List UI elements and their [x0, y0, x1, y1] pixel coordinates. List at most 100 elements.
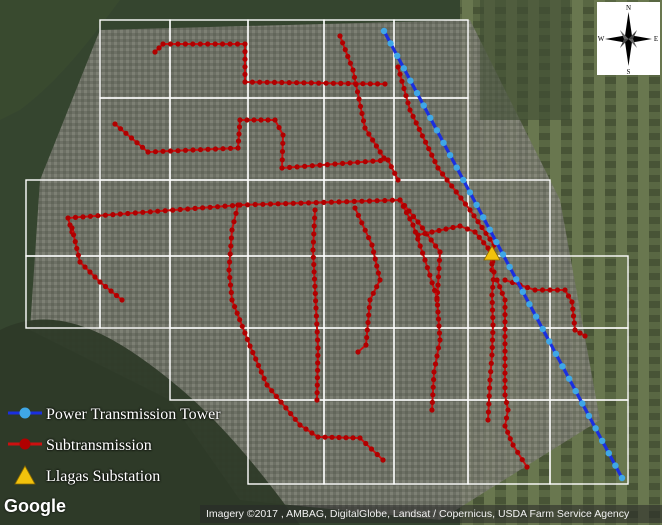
subtransmission-line-node — [323, 80, 329, 86]
subtransmission-line-node — [377, 149, 383, 155]
subtransmission-line-node — [222, 203, 228, 209]
tower-line[interactable] — [380, 27, 626, 482]
subtransmission-line-node — [77, 259, 83, 265]
subtransmission-line-node — [524, 284, 531, 291]
subtransmission-line[interactable] — [310, 207, 321, 403]
subtransmission-line-node — [374, 263, 380, 269]
subtransmission-line-node — [488, 369, 494, 375]
subtransmission-line-node — [403, 209, 410, 216]
subtransmission-line-node — [303, 426, 309, 432]
subtransmission-line-node — [403, 93, 409, 99]
subtransmission-line-node — [250, 349, 256, 356]
subtransmission-line-node — [370, 158, 376, 164]
tower-line-node — [440, 139, 447, 146]
subtransmission-line-node — [185, 206, 191, 212]
subtransmission-line-node — [364, 327, 370, 333]
subtransmission-line-node — [487, 385, 493, 391]
subtransmission-line-node — [490, 284, 496, 290]
subtransmission-line[interactable] — [352, 205, 383, 355]
subtransmission-line-node — [315, 352, 321, 358]
subtransmission-line-node — [160, 41, 166, 47]
subtransmission-line-node — [570, 313, 577, 319]
tower-line-node — [559, 363, 566, 370]
subtransmission-line-node — [435, 316, 442, 322]
llagas-substation-marker[interactable] — [483, 245, 501, 261]
subtransmission-line[interactable] — [337, 33, 387, 161]
subtransmission-line[interactable] — [415, 223, 497, 423]
subtransmission-line-node — [344, 199, 350, 205]
subtransmission-line-node — [220, 146, 226, 152]
subtransmission-line-node — [430, 392, 436, 398]
subtransmission-line-node — [424, 265, 430, 271]
subtransmission-line-node — [432, 287, 438, 293]
subtransmission-line[interactable] — [395, 64, 497, 273]
subtransmission-line-node — [234, 310, 240, 316]
subtransmission-line-node — [366, 131, 372, 137]
subtransmission-line-node — [356, 96, 362, 102]
subtransmission-line-node — [316, 80, 322, 86]
subtransmission-line-node — [128, 135, 135, 141]
subtransmission-line-node — [315, 367, 321, 373]
tower-line-node — [612, 462, 619, 469]
subtransmission-line[interactable] — [152, 41, 388, 87]
subtransmission-line-node — [117, 126, 124, 132]
subtransmission-line-node — [355, 159, 361, 165]
subtransmission-line[interactable] — [69, 225, 125, 303]
subtransmission-line-node — [312, 215, 318, 221]
subtransmission-line-node — [112, 121, 118, 127]
subtransmission-line-node — [197, 41, 203, 47]
subtransmission-line-node — [235, 202, 241, 208]
subtransmission-line-node — [489, 299, 495, 306]
subtransmission-line[interactable] — [502, 277, 588, 339]
subtransmission-line-node — [132, 210, 138, 216]
subtransmission-line-node — [429, 229, 435, 235]
subtransmission-line-node — [488, 360, 494, 366]
tower-line-node — [546, 338, 553, 345]
subtransmission-line-node — [235, 138, 242, 144]
subtransmission-line-node — [123, 130, 129, 136]
tower-line-node — [526, 301, 533, 308]
subtransmission-line-node — [75, 252, 81, 258]
subtransmission-line-node — [276, 124, 282, 131]
subtransmission-line-node — [472, 229, 478, 235]
subtransmission-line-node — [374, 198, 380, 204]
tower-line-node — [532, 313, 540, 320]
subtransmission-line-node — [340, 40, 346, 46]
subtransmission-line-node — [489, 337, 496, 343]
subtransmission-line-node — [234, 41, 241, 47]
tower-line-node — [519, 288, 526, 295]
subtransmission-line-node — [539, 287, 546, 293]
legend-label-tower: Power Transmission Tower — [46, 406, 221, 423]
subtransmission-line[interactable] — [397, 197, 443, 413]
subtransmission-line-node — [260, 201, 266, 207]
subtransmission-line-node — [462, 201, 468, 207]
subtransmission-line-node — [314, 375, 320, 381]
subtransmission-line-node — [491, 269, 497, 275]
subtransmission-lines[interactable] — [65, 33, 588, 470]
subtransmission-line-node — [435, 282, 441, 288]
subtransmission-line-node — [249, 79, 255, 85]
subtransmission-line-node — [401, 85, 407, 92]
subtransmission-line[interactable] — [112, 117, 401, 183]
subtransmission-line-node — [486, 393, 492, 399]
subtransmission-line-node — [502, 348, 508, 354]
subtransmission-line-node — [288, 411, 294, 417]
subtransmission-line-node — [301, 80, 307, 86]
substation-triangle-icon[interactable] — [483, 245, 501, 261]
subtransmission-line-node — [381, 155, 387, 161]
subtransmission-line[interactable] — [226, 202, 386, 463]
subtransmission-line-node — [569, 299, 575, 305]
subtransmission-line-node — [489, 344, 495, 351]
subtransmission-line-node — [314, 390, 320, 396]
subtransmission-line-node — [435, 309, 441, 315]
subtransmission-line-node — [227, 251, 233, 257]
subtransmission-line-node — [347, 60, 353, 66]
subtransmission-line-node — [110, 212, 116, 218]
subtransmission-line-node — [212, 41, 218, 47]
subtransmission-line-node — [231, 219, 237, 225]
subtransmission-line-node — [453, 189, 459, 195]
power-transmission-tower-line[interactable] — [380, 27, 626, 482]
subtransmission-line-node — [577, 330, 583, 336]
subtransmission-line[interactable] — [494, 277, 530, 470]
